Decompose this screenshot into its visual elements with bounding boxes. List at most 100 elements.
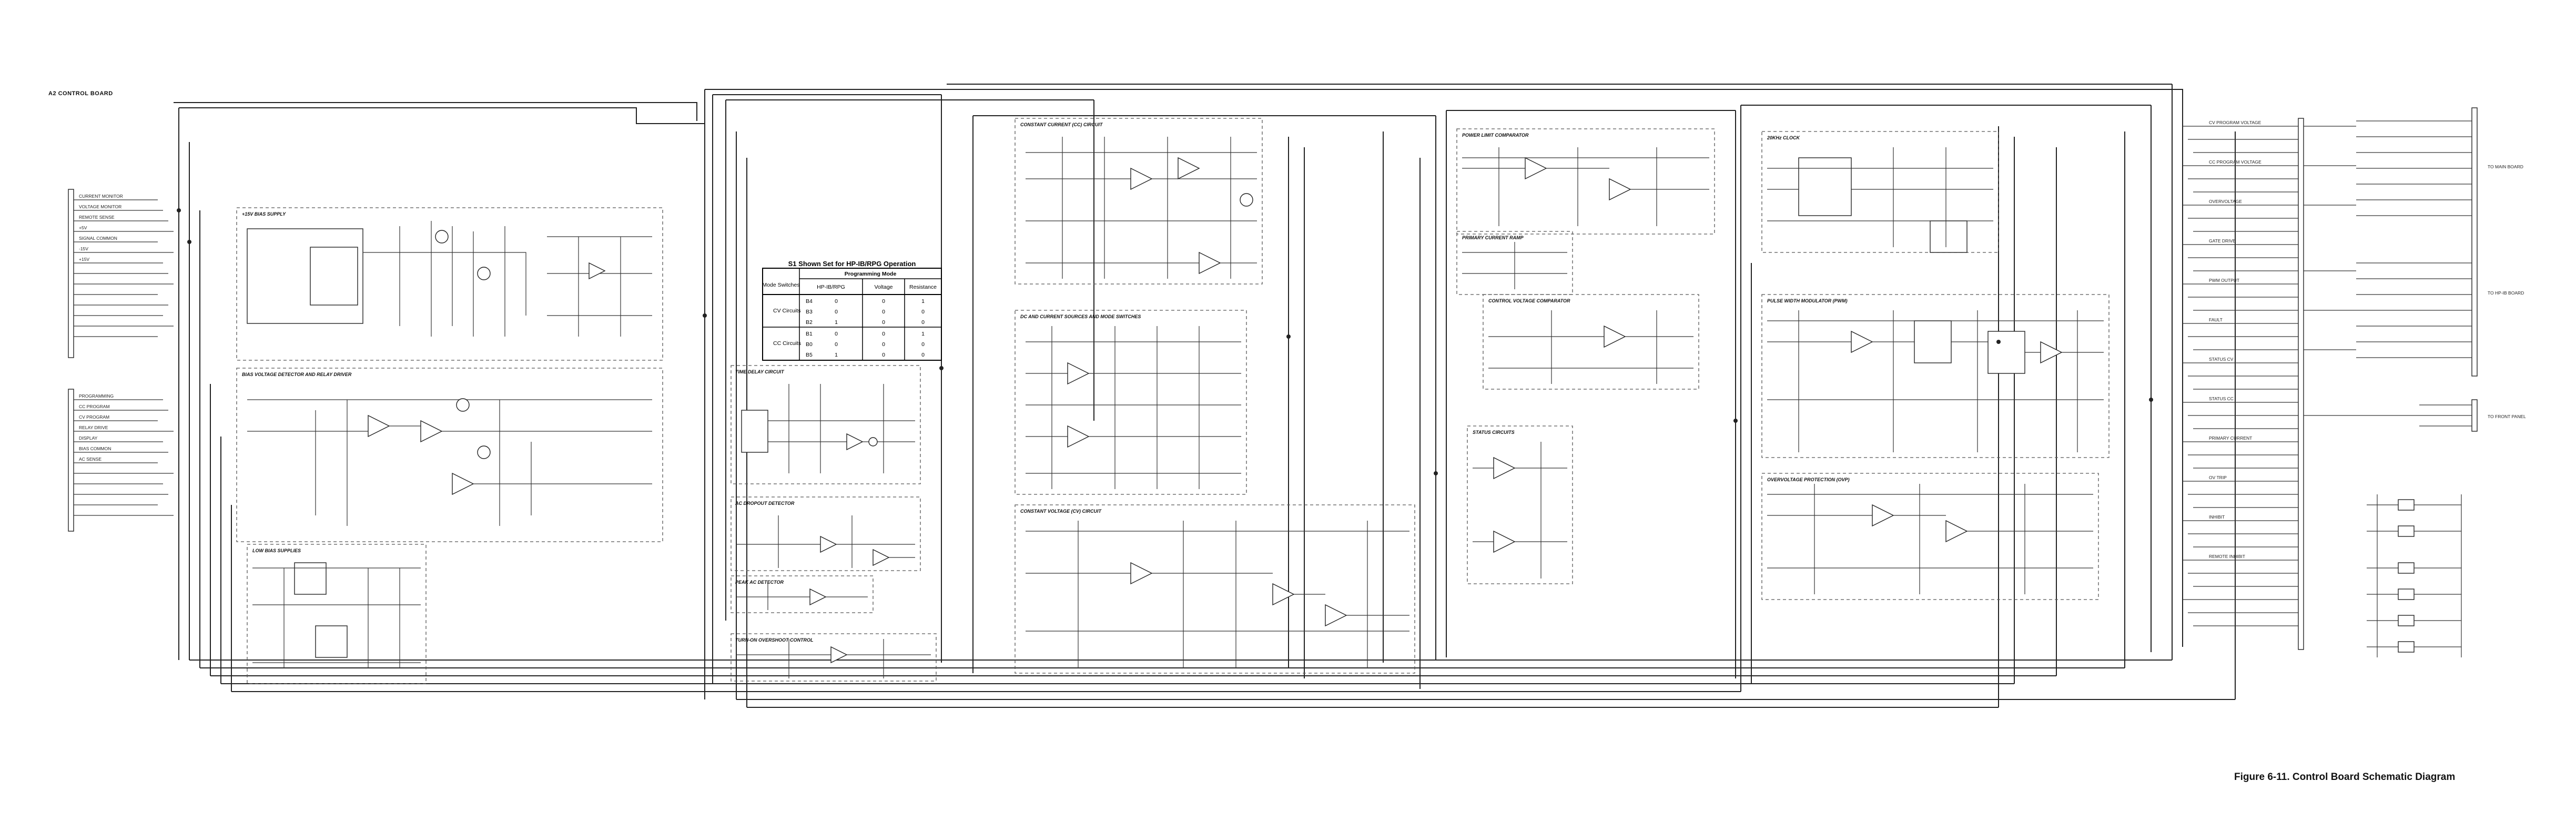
clock-circuit bbox=[1767, 147, 1993, 253]
label-power-limit: POWER LIMIT COMPARATOR bbox=[1462, 133, 1529, 138]
junction-dots bbox=[177, 208, 2153, 475]
main-wiring bbox=[174, 84, 2236, 708]
header-programming-mode: Programming Mode bbox=[845, 271, 897, 277]
row-hpib-3: 0 bbox=[835, 331, 838, 337]
left-label-8: CC PROGRAM bbox=[79, 404, 110, 409]
status-circuit bbox=[1473, 442, 1567, 579]
switch-table-title: S1 Shown Set for HP-IB/RPG Operation bbox=[788, 260, 916, 268]
label-bias-supply: +15V BIAS SUPPLY bbox=[242, 211, 286, 217]
time-delay-circuit bbox=[741, 384, 915, 473]
label-time-delay: TIME DELAY CIRCUIT bbox=[735, 369, 785, 374]
label-pwm: PULSE WIDTH MODULATOR (PWM) bbox=[1767, 298, 1848, 303]
header-voltage: Voltage bbox=[874, 284, 893, 290]
row-switch-4: B0 bbox=[806, 341, 813, 348]
left-signal-labels: CURRENT MONITOR VOLTAGE MONITOR REMOTE S… bbox=[79, 194, 123, 462]
cc-circuit bbox=[1026, 137, 1257, 279]
low-bias-circuit bbox=[252, 562, 421, 668]
row-hpib-2: 1 bbox=[835, 319, 838, 326]
row-switch-3: B1 bbox=[806, 331, 813, 337]
functional-blocks bbox=[236, 118, 2110, 684]
label-bias-detector: BIAS VOLTAGE DETECTOR AND RELAY DRIVER bbox=[242, 372, 352, 377]
label-cv-circuit: CONSTANT VOLTAGE (CV) CIRCUIT bbox=[1020, 509, 1102, 514]
cv-comparator-circuit bbox=[1488, 310, 1693, 384]
left-connector-bottom bbox=[68, 389, 174, 532]
row-hpib-1: 0 bbox=[835, 309, 838, 315]
right-label-2: OVERVOLTAGE bbox=[2209, 199, 2242, 204]
left-label-3: +5V bbox=[79, 225, 87, 230]
row-switch-0: B4 bbox=[806, 298, 813, 305]
header-mode-switches: Mode Switches bbox=[762, 282, 799, 288]
left-label-1: VOLTAGE MONITOR bbox=[79, 204, 121, 209]
row-voltage-3: 0 bbox=[882, 331, 885, 337]
label-ov-protect: OVERVOLTAGE PROTECTION (OVP) bbox=[1767, 477, 1850, 482]
left-label-4: SIGNAL COMMON bbox=[79, 236, 117, 241]
primary-ramp-circuit bbox=[1462, 242, 1567, 289]
header-resistance: Resistance bbox=[909, 284, 937, 290]
label-cv-comparator: CONTROL VOLTAGE COMPARATOR bbox=[1488, 298, 1570, 303]
row-hpib-0: 0 bbox=[835, 298, 838, 305]
row-resistance-4: 0 bbox=[921, 341, 925, 348]
label-status: STATUS CIRCUITS bbox=[1473, 430, 1515, 435]
left-label-13: AC SENSE bbox=[79, 456, 102, 462]
row-resistance-2: 0 bbox=[921, 319, 925, 326]
label-ac-dropout: AC DROPOUT DETECTOR bbox=[735, 501, 795, 506]
connector-label-front: TO FRONT PANEL bbox=[2488, 414, 2526, 419]
ac-dropout-circuit bbox=[736, 515, 915, 568]
label-turnon: TURN-ON OVERSHOOT CONTROL bbox=[735, 637, 814, 643]
left-label-5: -15V bbox=[79, 246, 88, 251]
ac-detector-circuit bbox=[736, 581, 868, 610]
row-resistance-1: 0 bbox=[921, 309, 925, 315]
row-group-cc: CC Circuits bbox=[773, 340, 801, 347]
right-signal-labels: CV PROGRAM VOLTAGE CC PROGRAM VOLTAGE OV… bbox=[2209, 120, 2526, 559]
row-resistance-0: 1 bbox=[921, 298, 925, 305]
dc-sources-circuit bbox=[1026, 326, 1241, 489]
pwm-circuit bbox=[1767, 310, 2104, 452]
label-clock: 20KHz CLOCK bbox=[1767, 135, 1801, 140]
right-label-10: INHIBIT bbox=[2209, 514, 2225, 520]
label-ac-detector: PEAK AC DETECTOR bbox=[735, 580, 784, 585]
left-label-6: +15V bbox=[79, 257, 89, 262]
turnon-circuit bbox=[736, 639, 931, 678]
bias-detector-circuit bbox=[247, 398, 652, 526]
left-label-2: REMOTE SENSE bbox=[79, 215, 115, 220]
label-cc-circuit: CONSTANT CURRENT (CC) CIRCUIT bbox=[1020, 122, 1103, 127]
left-label-12: BIAS COMMON bbox=[79, 446, 111, 451]
right-label-1: CC PROGRAM VOLTAGE bbox=[2209, 159, 2261, 165]
right-connector-main bbox=[2183, 118, 2304, 650]
right-label-0: CV PROGRAM VOLTAGE bbox=[2209, 120, 2261, 125]
resistor-networks bbox=[2367, 494, 2462, 657]
cv-circuit bbox=[1026, 521, 1409, 668]
row-voltage-5: 0 bbox=[882, 352, 885, 358]
row-hpib-4: 0 bbox=[835, 341, 838, 348]
right-label-4: PWM OUTPUT bbox=[2209, 278, 2239, 283]
label-primary-ramp: PRIMARY CURRENT RAMP bbox=[1462, 235, 1524, 240]
right-label-5: FAULT bbox=[2209, 317, 2223, 322]
row-voltage-4: 0 bbox=[882, 341, 885, 348]
label-low-bias: LOW BIAS SUPPLIES bbox=[252, 548, 301, 553]
header-hpib: HP-IB/RPG bbox=[817, 284, 845, 290]
row-voltage-0: 0 bbox=[882, 298, 885, 305]
label-dc-sources: DC AND CURRENT SOURCES AND MODE SWITCHES bbox=[1020, 314, 1141, 319]
connector-label-main: TO MAIN BOARD bbox=[2488, 164, 2523, 169]
row-hpib-5: 1 bbox=[835, 352, 838, 358]
row-switch-1: B3 bbox=[806, 309, 813, 315]
left-label-10: RELAY DRIVE bbox=[79, 425, 108, 430]
switch-table: S1 Shown Set for HP-IB/RPG Operation Pro… bbox=[762, 260, 942, 361]
figure-caption: Figure 6-11. Control Board Schematic Dia… bbox=[2234, 772, 2456, 783]
right-connector-small bbox=[2304, 399, 2478, 432]
row-group-cv: CV Circuits bbox=[773, 308, 801, 314]
row-switch-5: B5 bbox=[806, 352, 813, 358]
row-switch-2: B2 bbox=[806, 319, 813, 326]
right-label-11: REMOTE INHIBIT bbox=[2209, 554, 2245, 559]
ov-protect-circuit bbox=[1767, 484, 2093, 594]
right-connector-far bbox=[2304, 107, 2478, 377]
row-resistance-3: 1 bbox=[921, 331, 925, 337]
right-label-7: STATUS CC bbox=[2209, 396, 2234, 401]
left-connector-top bbox=[68, 189, 174, 358]
bias-supply-circuit bbox=[247, 221, 652, 337]
right-label-8: PRIMARY CURRENT bbox=[2209, 435, 2252, 441]
power-limit-circuit bbox=[1462, 147, 1709, 226]
row-resistance-5: 0 bbox=[921, 352, 925, 358]
right-label-9: OV TRIP bbox=[2209, 475, 2227, 480]
